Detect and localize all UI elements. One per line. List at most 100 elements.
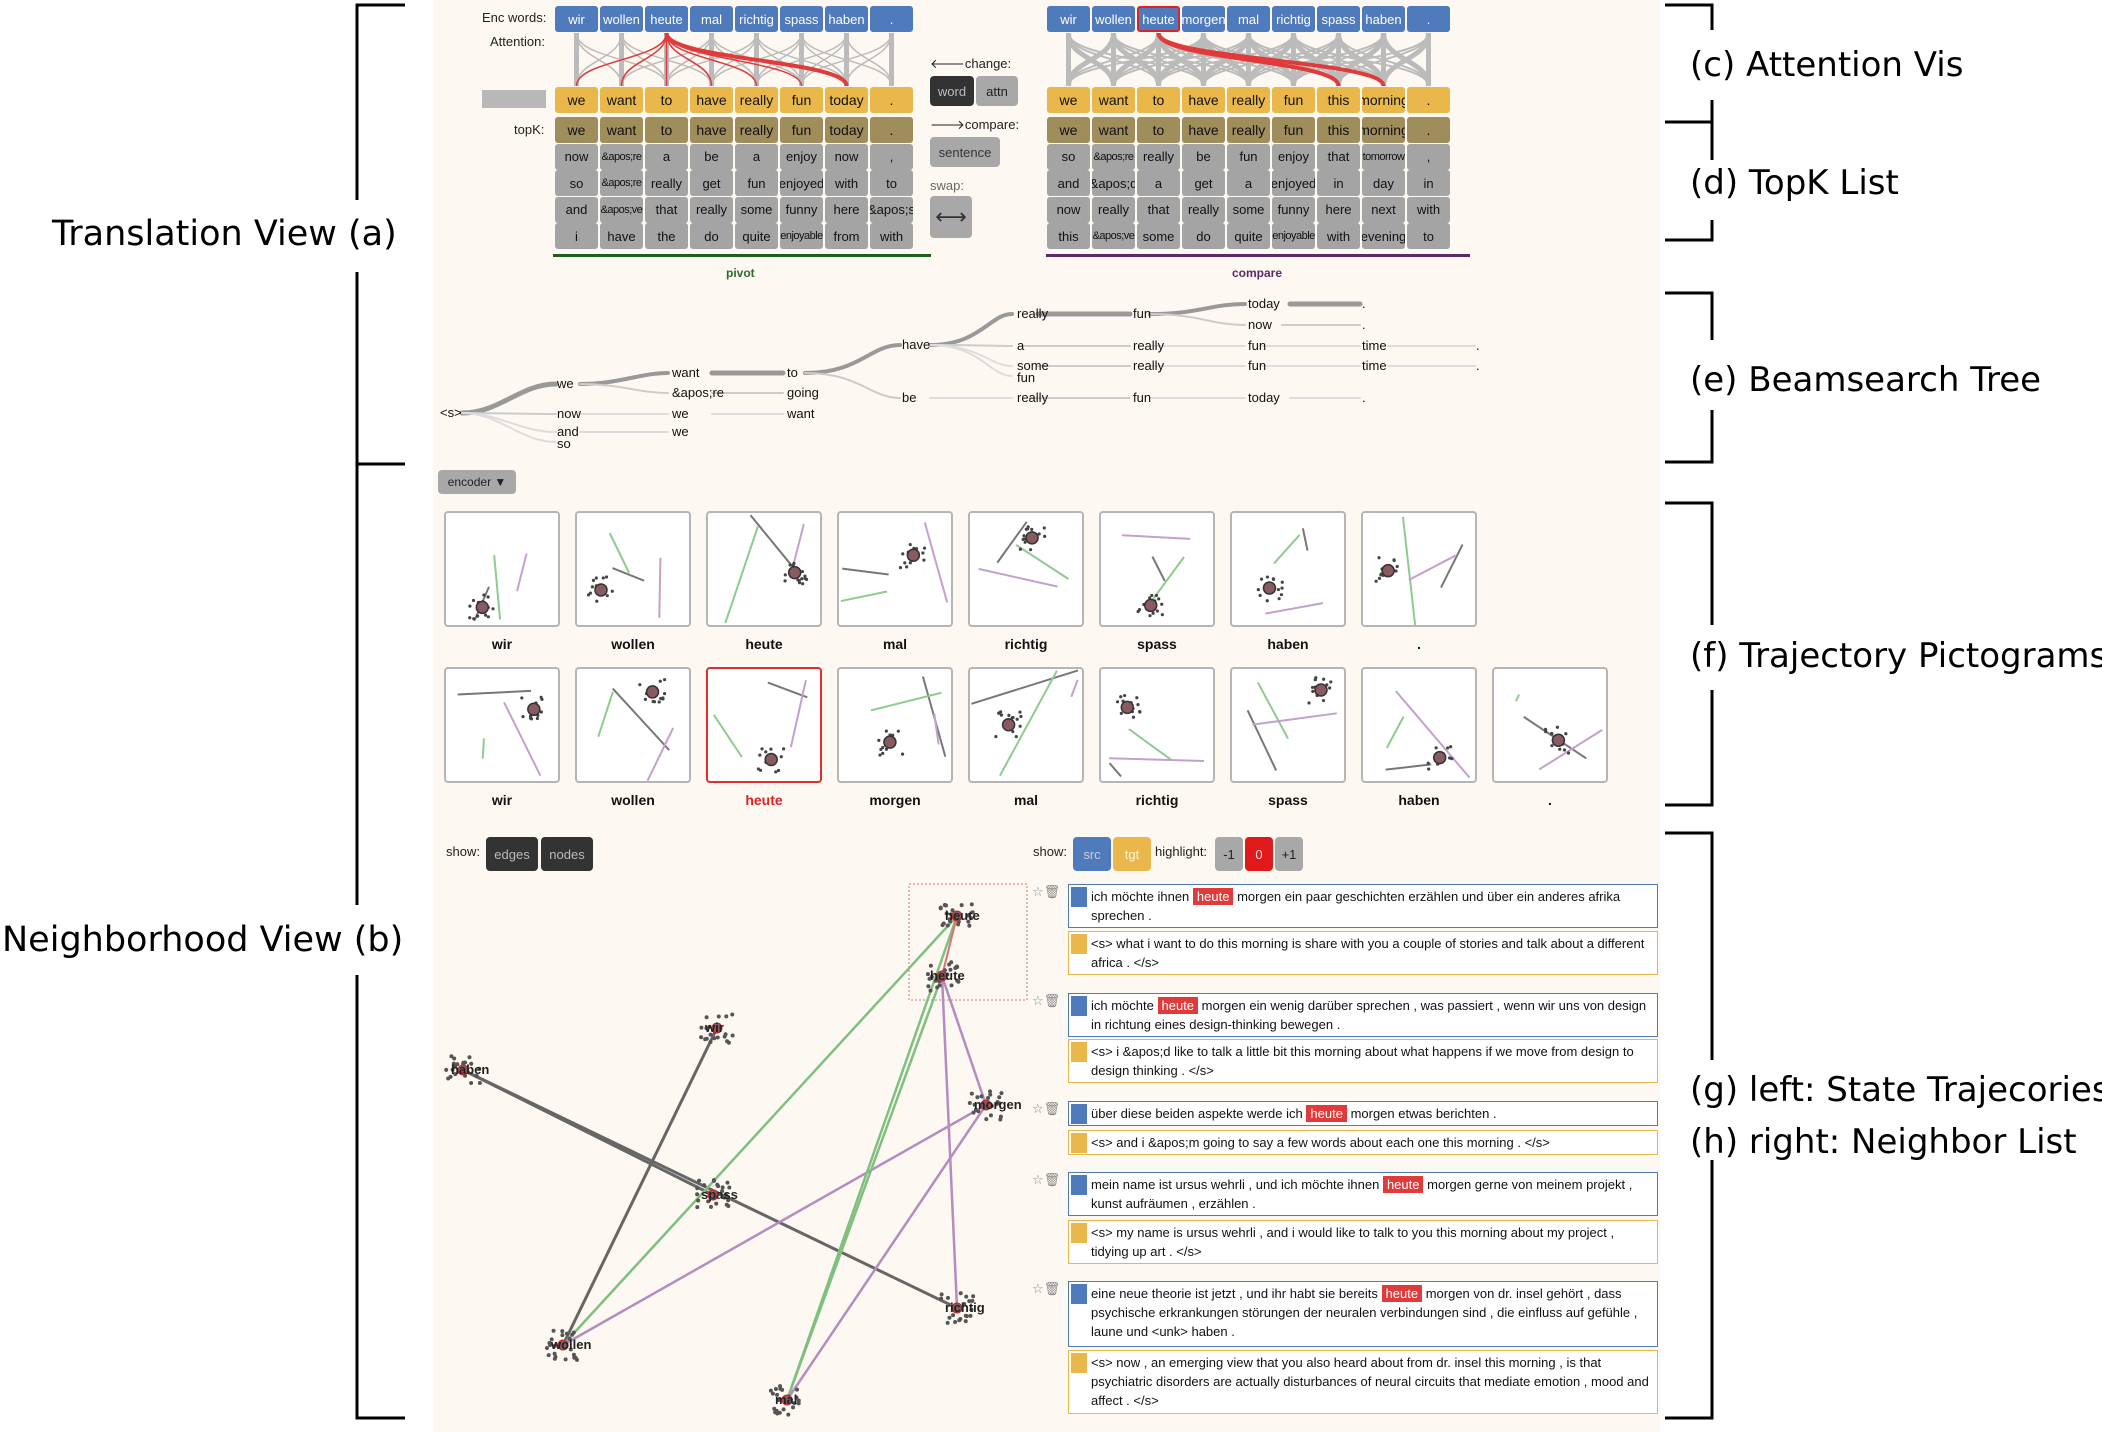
compare-topk-4-4[interactable]: quite [1227, 223, 1270, 249]
beam-word[interactable]: be [902, 390, 917, 405]
compare-topk-2-1[interactable]: &apos;d [1092, 170, 1135, 196]
trajectory-pictogram[interactable] [1099, 667, 1215, 783]
compare-topk-4-3[interactable]: do [1182, 223, 1225, 249]
pivot-topk-0-2[interactable]: to [645, 117, 688, 143]
trajectory-pictogram[interactable] [706, 511, 822, 627]
pivot-dec-word-0[interactable]: we [555, 87, 598, 113]
compare-topk-0-1[interactable]: want [1092, 117, 1135, 143]
compare-enc-word-2[interactable]: heute [1137, 6, 1180, 32]
pivot-topk-4-6[interactable]: from [825, 223, 868, 249]
compare-topk-0-8[interactable]: . [1407, 117, 1450, 143]
neighbor-source-sentence[interactable]: mein name ist ursus wehrli , und ich möc… [1068, 1172, 1658, 1216]
beam-word[interactable]: and [557, 424, 579, 439]
pivot-topk-0-4[interactable]: really [735, 117, 778, 143]
compare-topk-4-1[interactable]: &apos;ve [1092, 223, 1135, 249]
pivot-enc-word-5[interactable]: spass [780, 6, 823, 32]
encoder-dropdown[interactable]: encoder ▼ [438, 470, 516, 494]
highlight-zero-button[interactable]: 0 [1245, 837, 1273, 871]
compare-topk-2-2[interactable]: a [1137, 170, 1180, 196]
attn-button[interactable]: attn [976, 76, 1018, 106]
compare-dec-word-4[interactable]: really [1227, 87, 1270, 113]
sentence-button[interactable]: sentence [930, 137, 1000, 167]
trajectory-pictogram[interactable] [1099, 511, 1215, 627]
trajectory-pictogram[interactable] [706, 667, 822, 783]
beam-word[interactable]: . [1476, 338, 1480, 353]
beam-word[interactable]: a [1017, 338, 1025, 353]
compare-topk-3-5[interactable]: funny [1272, 196, 1315, 223]
compare-topk-3-0[interactable]: now [1047, 196, 1090, 223]
state-node[interactable] [951, 1302, 963, 1314]
compare-topk-3-6[interactable]: here [1317, 196, 1360, 223]
pivot-dec-word-6[interactable]: today [825, 87, 868, 113]
compare-topk-1-2[interactable]: really [1137, 143, 1180, 170]
neighbor-target-sentence[interactable]: <s> what i want to do this morning is sh… [1068, 931, 1658, 975]
pivot-topk-1-2[interactable]: a [645, 143, 688, 170]
pivot-dec-word-5[interactable]: fun [780, 87, 823, 113]
pivot-topk-4-4[interactable]: quite [735, 223, 778, 249]
pivot-topk-2-4[interactable]: fun [735, 170, 778, 196]
compare-dec-word-0[interactable]: we [1047, 87, 1090, 113]
compare-topk-1-0[interactable]: so [1047, 143, 1090, 170]
pivot-topk-0-5[interactable]: fun [780, 117, 823, 143]
beam-word[interactable]: now [557, 406, 581, 421]
compare-topk-2-8[interactable]: in [1407, 170, 1450, 196]
compare-enc-word-7[interactable]: haben [1362, 6, 1405, 32]
beam-word[interactable]: really [1133, 338, 1165, 353]
beam-word[interactable]: . [1362, 390, 1366, 405]
pivot-topk-4-5[interactable]: enjoyable [780, 223, 823, 249]
pivot-topk-3-4[interactable]: some [735, 196, 778, 223]
star-trash-icons[interactable]: ☆🗑 [1032, 884, 1061, 899]
pivot-dec-word-4[interactable]: really [735, 87, 778, 113]
compare-topk-4-2[interactable]: some [1137, 223, 1180, 249]
pivot-dec-word-2[interactable]: to [645, 87, 688, 113]
pivot-topk-1-0[interactable]: now [555, 143, 598, 170]
compare-topk-4-8[interactable]: to [1407, 223, 1450, 249]
compare-topk-3-7[interactable]: next [1362, 196, 1405, 223]
pivot-topk-3-1[interactable]: &apos;ve [600, 196, 643, 223]
trajectory-pictogram[interactable] [1361, 667, 1477, 783]
trajectory-pictogram[interactable] [575, 511, 691, 627]
state-node[interactable] [951, 910, 963, 922]
compare-topk-3-4[interactable]: some [1227, 196, 1270, 223]
compare-dec-word-5[interactable]: fun [1272, 87, 1315, 113]
compare-topk-1-1[interactable]: &apos;re [1092, 143, 1135, 170]
trajectory-pictogram[interactable] [1361, 511, 1477, 627]
beam-word[interactable]: fun [1248, 358, 1267, 373]
pivot-topk-2-6[interactable]: with [825, 170, 868, 196]
pivot-topk-2-7[interactable]: to [870, 170, 913, 196]
beam-word[interactable]: fun [1017, 370, 1036, 385]
compare-topk-1-3[interactable]: be [1182, 143, 1225, 170]
pivot-topk-1-7[interactable]: , [870, 143, 913, 170]
neighbor-source-sentence[interactable]: ich möchte heute morgen ein wenig darübe… [1068, 993, 1658, 1037]
star-trash-icons[interactable]: ☆🗑 [1032, 1101, 1061, 1116]
state-node[interactable] [457, 1064, 469, 1076]
beam-word[interactable]: . [1362, 296, 1366, 311]
compare-enc-word-3[interactable]: morgen [1182, 6, 1225, 32]
beam-word[interactable]: now [1248, 317, 1272, 332]
beam-word[interactable]: some [1017, 358, 1049, 373]
pivot-topk-1-4[interactable]: a [735, 143, 778, 170]
beam-word[interactable]: really [1017, 390, 1049, 405]
beam-word[interactable]: really [1133, 358, 1165, 373]
pivot-topk-3-5[interactable]: funny [780, 196, 823, 223]
beam-word[interactable]: have [902, 337, 931, 352]
state-node[interactable] [707, 1189, 719, 1201]
compare-enc-word-6[interactable]: spass [1317, 6, 1360, 32]
pivot-topk-1-3[interactable]: be [690, 143, 733, 170]
pivot-topk-4-2[interactable]: the [645, 223, 688, 249]
pivot-enc-word-3[interactable]: mal [690, 6, 733, 32]
compare-topk-4-5[interactable]: enjoyable [1272, 223, 1315, 249]
pivot-enc-word-0[interactable]: wir [555, 6, 598, 32]
state-node[interactable] [781, 1394, 793, 1406]
compare-topk-0-2[interactable]: to [1137, 117, 1180, 143]
beam-word[interactable]: we [557, 376, 574, 391]
compare-topk-1-8[interactable]: , [1407, 143, 1450, 170]
trajectory-pictogram[interactable] [837, 511, 953, 627]
beam-word[interactable]: <s> [440, 405, 462, 420]
neighbor-target-sentence[interactable]: <s> and i &apos;m going to say a few wor… [1068, 1130, 1658, 1155]
compare-topk-3-3[interactable]: really [1182, 196, 1225, 223]
neighbor-target-sentence[interactable]: <s> now , an emerging view that you also… [1068, 1350, 1658, 1414]
beam-word[interactable]: . [1362, 317, 1366, 332]
beam-word[interactable]: fun [1133, 390, 1152, 405]
pivot-topk-0-7[interactable]: . [870, 117, 913, 143]
